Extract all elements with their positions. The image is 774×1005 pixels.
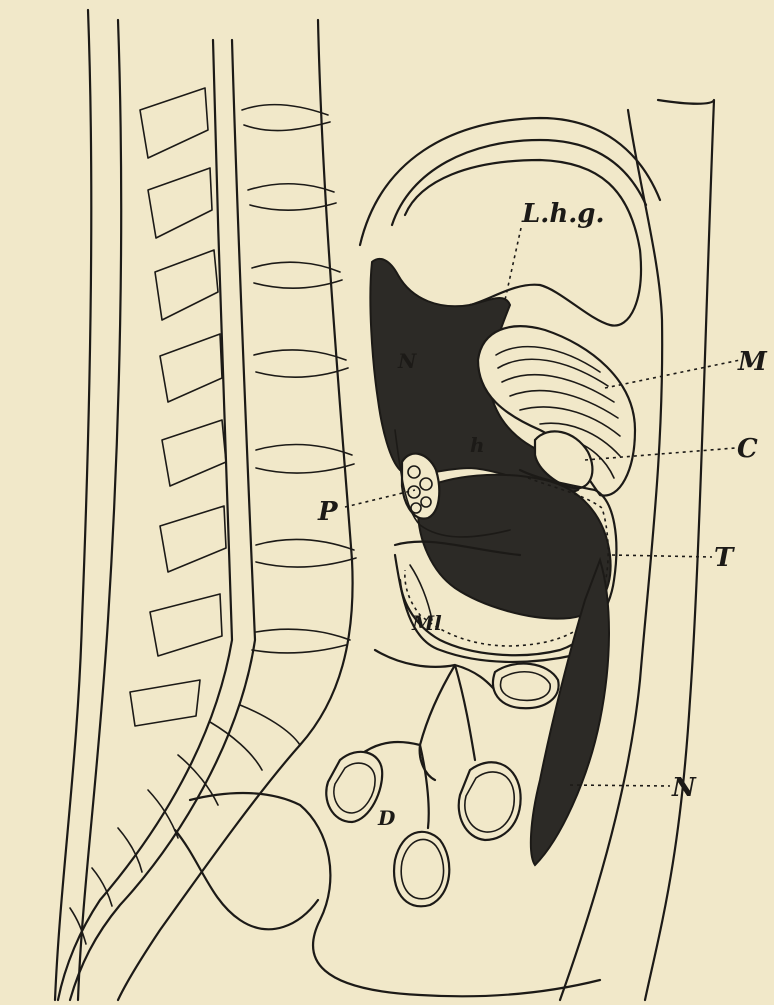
leader-m <box>605 360 740 388</box>
back-contour-inner <box>78 20 121 1000</box>
label-h: h <box>470 433 485 457</box>
label-n: N <box>671 773 697 803</box>
liver-upper-recess <box>405 160 641 326</box>
intestinal-loop-1 <box>493 664 559 709</box>
spinous-processes <box>130 88 226 726</box>
label-c: C <box>737 434 758 464</box>
label-lhg: L.h.g. <box>521 199 605 229</box>
label-t: T <box>714 543 735 573</box>
intestinal-loop-3 <box>459 762 521 840</box>
leader-n <box>570 785 670 786</box>
label-m: M <box>737 347 768 377</box>
label-n-inner: N <box>397 349 417 373</box>
back-contour-outer <box>55 10 91 1000</box>
abdominal-wall-outer <box>645 100 714 1000</box>
spine-posterior-line <box>58 40 232 1000</box>
intestinal-loop-4 <box>394 832 449 906</box>
label-d: D <box>377 806 396 830</box>
label-p: P <box>317 497 339 527</box>
label-ml: Ml <box>411 611 442 635</box>
diaphragm-outer <box>360 118 660 245</box>
mesentery-stalk <box>360 650 495 780</box>
